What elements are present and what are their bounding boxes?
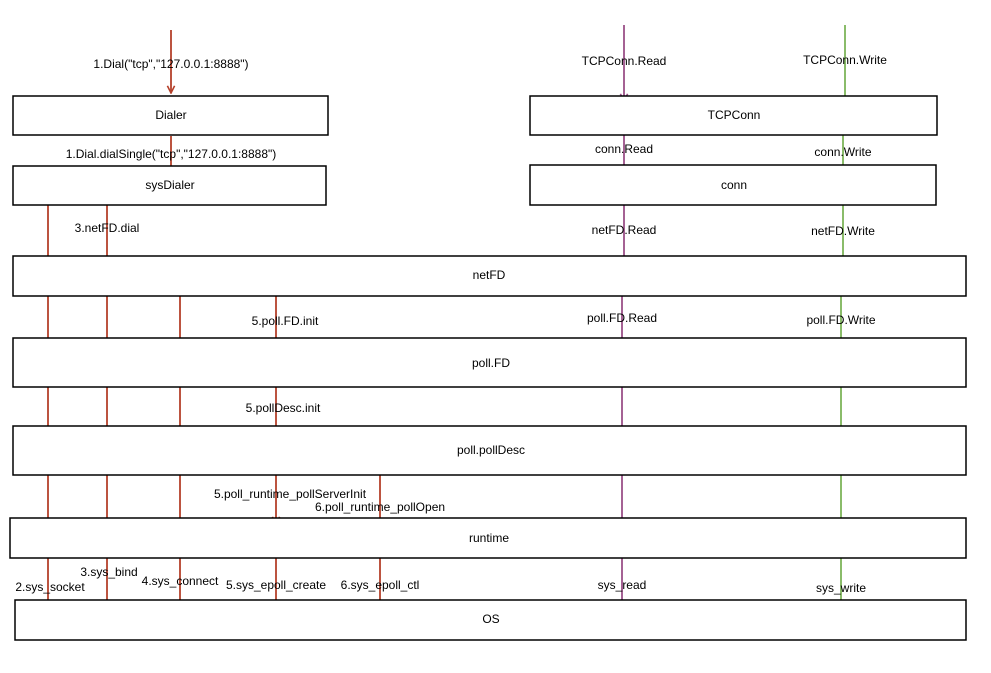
box-tcpconn-label: TCPConn bbox=[708, 108, 761, 122]
label-tcpconn-read: TCPConn.Read bbox=[582, 54, 667, 68]
label-sys-connect: 4.sys_connect bbox=[142, 574, 219, 588]
box-conn-label: conn bbox=[721, 178, 747, 192]
box-pollfd-label: poll.FD bbox=[472, 356, 510, 370]
box-runtime-label: runtime bbox=[469, 531, 509, 545]
label-sys-bind: 3.sys_bind bbox=[80, 565, 137, 579]
label-sys-write: sys_write bbox=[816, 581, 866, 595]
label-dial-single: 1.Dial.dialSingle("tcp","127.0.0.1:8888"… bbox=[66, 147, 277, 161]
box-sysdialer: sysDialer bbox=[12, 165, 327, 206]
box-polldesc: poll.pollDesc bbox=[12, 425, 967, 476]
label-tcpconn-write: TCPConn.Write bbox=[803, 53, 887, 67]
label-netfd-write: netFD.Write bbox=[811, 224, 875, 238]
box-netfd-label: netFD bbox=[473, 268, 506, 282]
label-conn-write: conn.Write bbox=[814, 145, 871, 159]
box-os-label: OS bbox=[482, 612, 499, 626]
label-sys-epoll-ctl: 6.sys_epoll_ctl bbox=[341, 578, 420, 592]
edge-labels: 1.Dial("tcp","127.0.0.1:8888") 1.Dial.di… bbox=[15, 53, 887, 595]
label-dial: 1.Dial("tcp","127.0.0.1:8888") bbox=[93, 57, 248, 71]
box-polldesc-label: poll.pollDesc bbox=[457, 443, 525, 457]
box-os: OS bbox=[14, 599, 967, 641]
label-conn-read: conn.Read bbox=[595, 142, 653, 156]
box-runtime: runtime bbox=[9, 517, 967, 559]
label-sys-read: sys_read bbox=[598, 578, 647, 592]
box-sysdialer-label: sysDialer bbox=[145, 178, 194, 192]
label-poll-fd-init: 5.poll.FD.init bbox=[252, 314, 319, 328]
label-pollfd-read: poll.FD.Read bbox=[587, 311, 657, 325]
label-poll-open: 6.poll_runtime_pollOpen bbox=[315, 500, 445, 514]
label-netfd-dial: 3.netFD.dial bbox=[75, 221, 140, 235]
box-conn: conn bbox=[529, 164, 937, 206]
box-netfd: netFD bbox=[12, 255, 967, 297]
box-pollfd: poll.FD bbox=[12, 337, 967, 388]
box-tcpconn: TCPConn bbox=[529, 95, 938, 136]
label-pollfd-write: poll.FD.Write bbox=[806, 313, 875, 327]
label-poll-server-init: 5.poll_runtime_pollServerInit bbox=[214, 487, 367, 501]
box-dialer-label: Dialer bbox=[155, 108, 186, 122]
label-sys-socket: 2.sys_socket bbox=[15, 580, 85, 594]
label-sys-epoll-create: 5.sys_epoll_create bbox=[226, 578, 326, 592]
box-dialer: Dialer bbox=[12, 95, 329, 136]
label-polldesc-init: 5.pollDesc.init bbox=[246, 401, 321, 415]
label-netfd-read: netFD.Read bbox=[592, 223, 657, 237]
